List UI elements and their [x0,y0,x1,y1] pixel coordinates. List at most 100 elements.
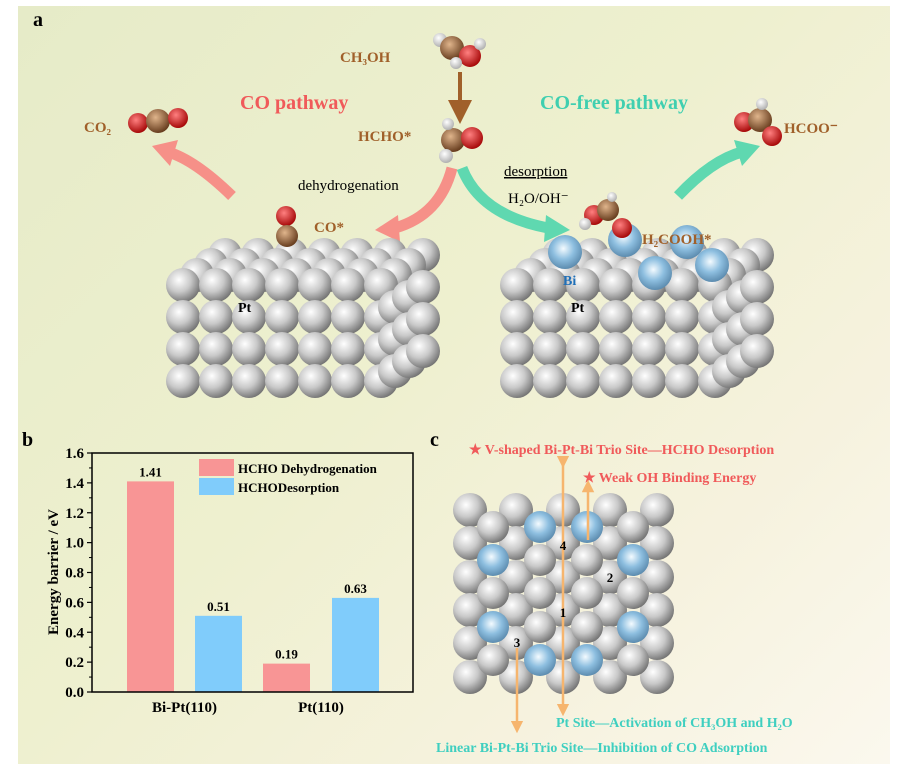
carbon-atom [276,225,298,247]
pt-atom [640,660,674,694]
hcoo-arrow-head [734,140,760,166]
site-number-3: 3 [514,635,521,650]
pt-atom [571,577,603,609]
ch3oh-molecule [433,33,486,69]
legend-swatch [199,459,234,476]
pt-atom [640,626,674,660]
carbon-atom [748,108,772,132]
pt-atom [566,268,600,302]
pt-atom [640,560,674,594]
hydrogen-atom [474,38,486,50]
pt-atom [593,560,627,594]
co-ads-label: CO* [314,220,344,236]
hydrogen-atom [756,98,768,110]
panel-a-label: a [33,9,43,31]
slabs [166,223,774,398]
h2o-oh-label: H₂O/OH⁻ [508,191,569,207]
pt-atom [298,364,332,398]
pt-atom [199,364,233,398]
pt-atom [166,364,200,398]
pt-atom [566,332,600,366]
pt-atom [199,268,233,302]
co-pathway-label: CO pathway [240,92,348,114]
y-tick-label: 1.6 [65,446,84,462]
pt-atom [665,300,699,334]
carbon-atom [440,36,464,60]
desorption-teal-arrow [456,165,550,234]
pt-atom [232,364,266,398]
panel-b-label: b [22,429,33,451]
pt-atom [500,268,534,302]
oxygen-atom [461,127,483,149]
hcho-molecule [439,118,483,163]
pt-atom [599,300,633,334]
oxygen-atom [612,218,632,238]
site-number-4: 4 [560,538,567,553]
bar-Pt(110)-HCHODesorption [332,597,379,692]
pt-atom [453,660,487,694]
molecules [128,33,782,247]
co2-pink-arrow [166,146,236,200]
pt-atom [640,593,674,627]
carbon-atom [441,128,465,152]
pt-atom [453,526,487,560]
bar-chart: 1.410.51Bi-Pt(110)0.190.63Pt(110)0.00.20… [46,446,414,716]
carbon-atom [146,109,170,133]
hcoo-teal-arrow [674,146,744,200]
y-tick-label: 0.8 [65,566,84,582]
x-tick-label: Bi-Pt(110) [152,700,217,716]
y-tick-label: 0.2 [65,655,84,671]
pt-atom [740,270,774,304]
pt-atom [593,493,627,527]
bi-atom [617,611,649,643]
pt-atom [298,332,332,366]
hydrogen-atom [579,218,591,230]
pt-atom [499,626,533,660]
pt-atom [265,268,299,302]
pt-atom [617,511,649,543]
co2-arrow-head [152,140,178,166]
pt-atom [740,302,774,336]
bi-atom [638,256,672,290]
hydrogen-atom [442,118,454,130]
bi-atom [477,544,509,576]
bi-atom [571,644,603,676]
pt-atom [477,511,509,543]
pt-atom [500,300,534,334]
pt-atom [593,526,627,560]
data-label: 0.63 [344,581,367,596]
figure-canvas: a CH₃OH HCHO* CO pathway CO-free pathway… [22,9,838,756]
pt-atom [232,300,266,334]
pt-atom [477,644,509,676]
pt-atom [499,560,533,594]
bi-atom [548,235,582,269]
data-label: 1.41 [139,464,162,479]
pt-atom [453,560,487,594]
ch3oh-label: CH₃OH [340,50,391,66]
pt-atom [406,334,440,368]
pt-atom [199,300,233,334]
legend-label: HCHO Dehydrogenation [238,461,378,476]
pt-atom [232,332,266,366]
oxygen-atom [128,113,148,133]
bar-Bi-Pt(110)-HCHO Dehydrogenation [127,481,174,692]
y-tick-label: 1.2 [65,506,84,522]
pt-atom [632,332,666,366]
pt-atom [593,626,627,660]
co-pink-arrow [393,166,458,234]
legend-label: HCHODesorption [238,480,340,495]
pt-atom [533,364,567,398]
pt-atom [599,364,633,398]
oxygen-atom [762,126,782,146]
bi-atom [695,248,729,282]
pt-atom [665,268,699,302]
pt-atom [571,544,603,576]
figure: a CH₃OH HCHO* CO pathway CO-free pathway… [18,6,890,764]
y-tick-label: 1.4 [65,476,84,492]
pt-atom [265,332,299,366]
hydrogen-atom [450,57,462,69]
pt-atom [500,364,534,398]
hcho-label: HCHO* [358,129,411,145]
pt-atom [499,593,533,627]
desorption-arrow-head [544,215,570,242]
